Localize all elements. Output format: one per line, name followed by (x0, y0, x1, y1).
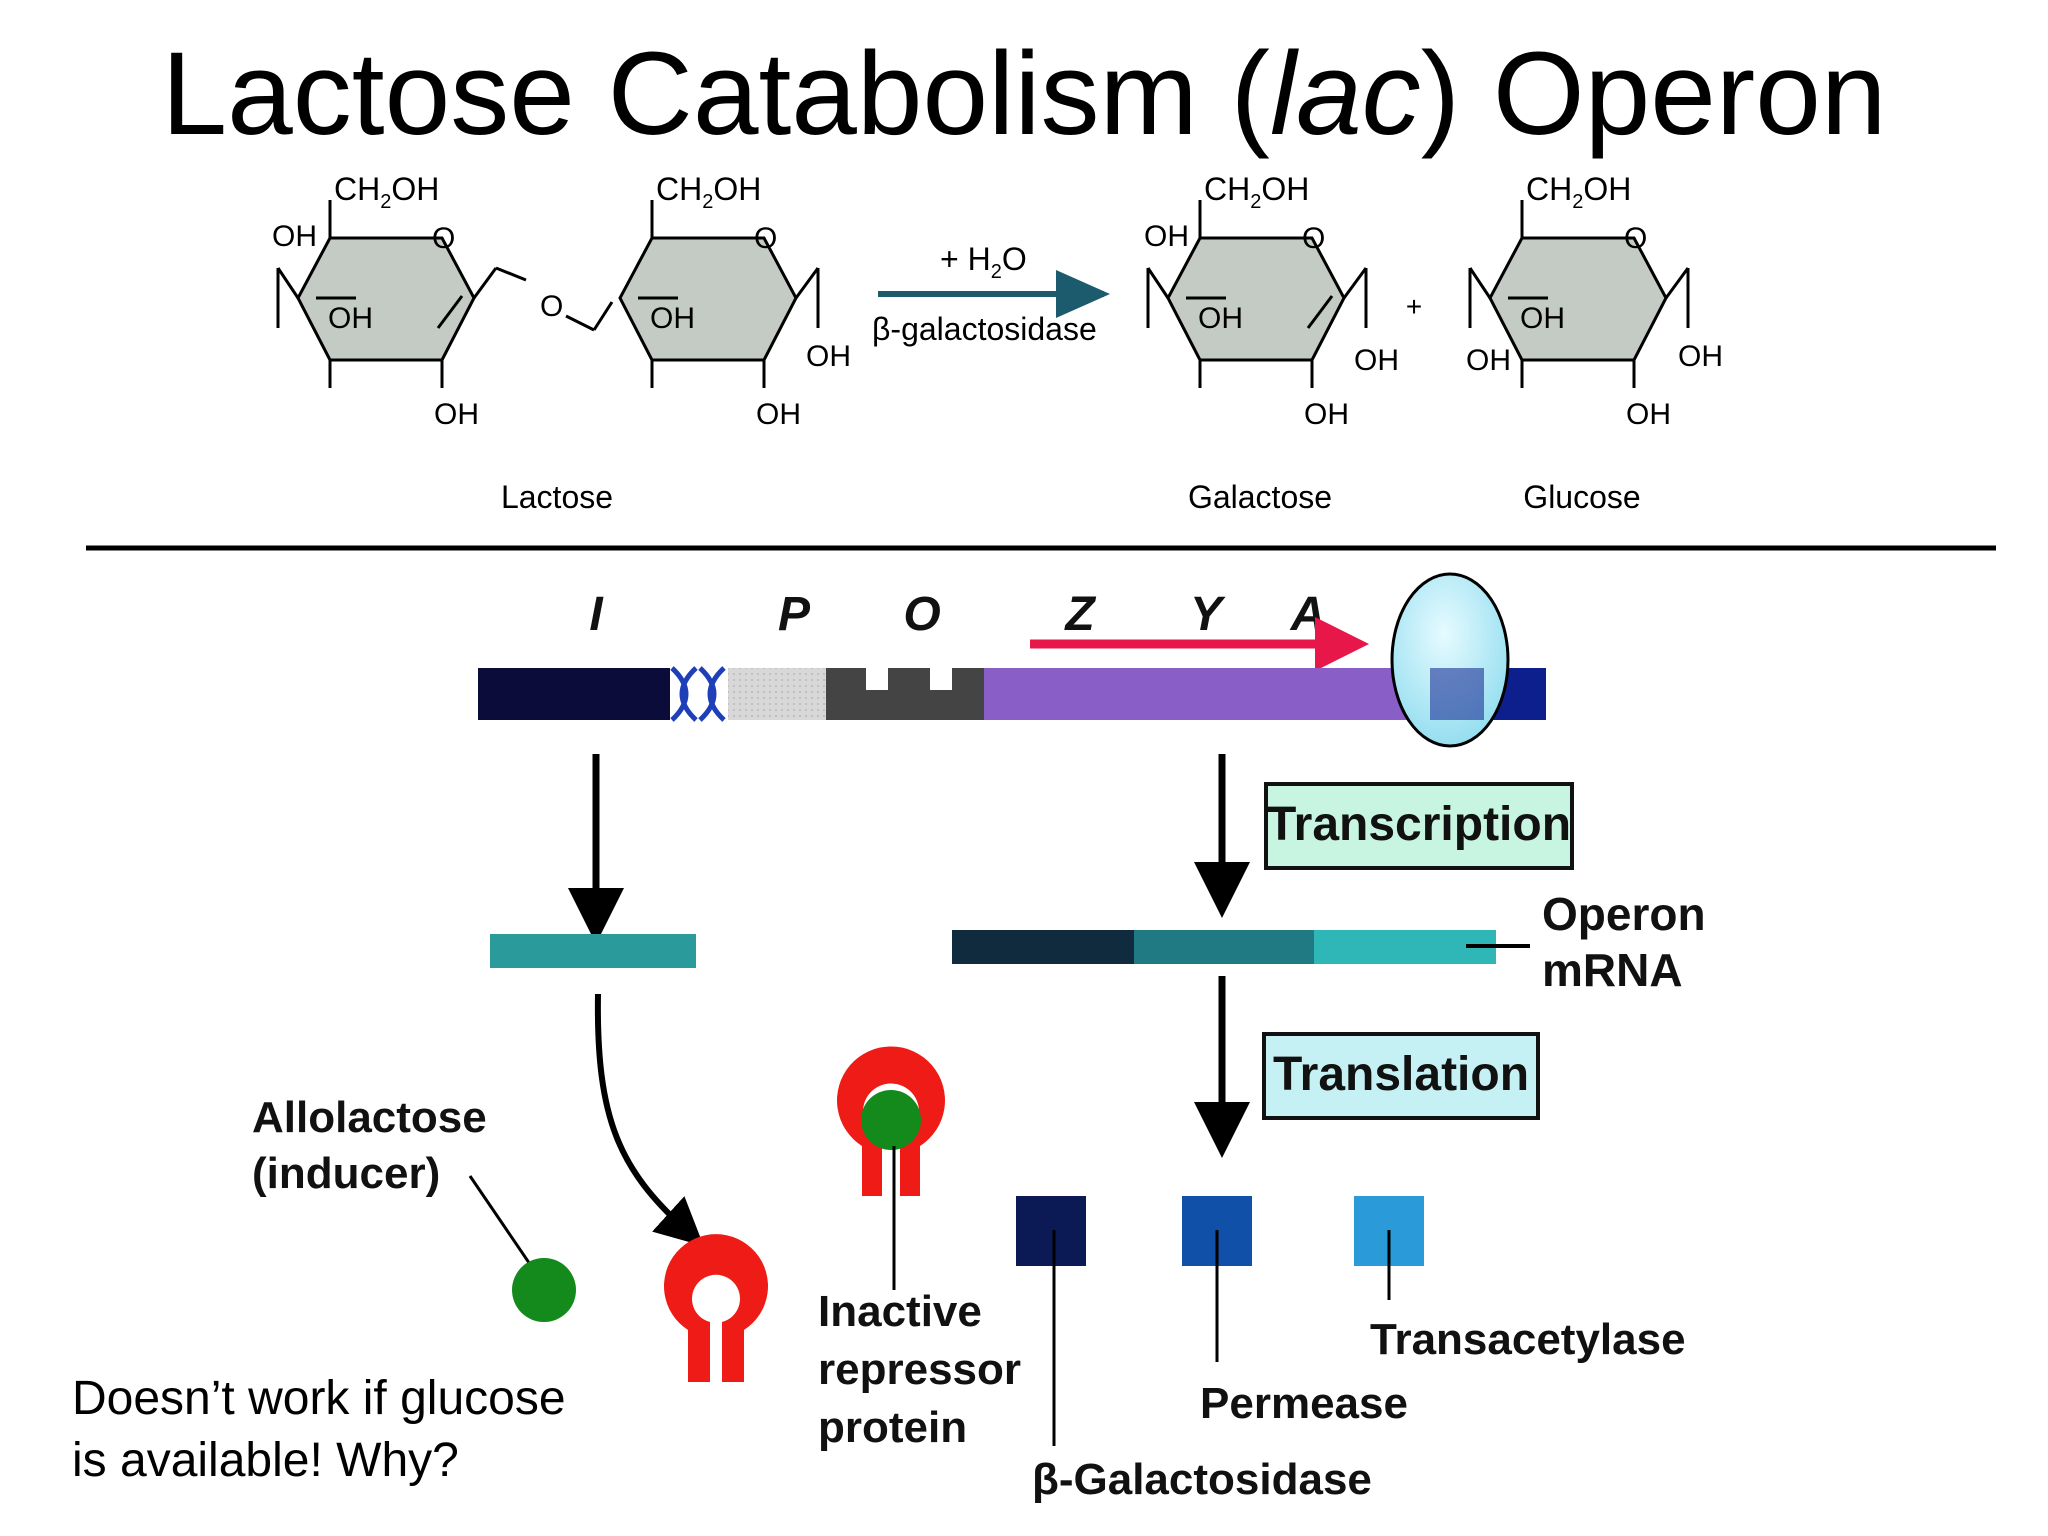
oh-label: OH (1354, 344, 1399, 377)
oh-label: OH (1198, 302, 1243, 335)
ring-oxygen-label: O (1302, 222, 1325, 255)
enzyme-label: β-galactosidase (872, 311, 1097, 347)
oh-label: OH (756, 398, 801, 431)
glycosidic-oxygen-label: O (540, 290, 563, 323)
inactive-repressor-label-line1: Inactive (818, 1287, 982, 1336)
gene-label-a: A (1290, 588, 1326, 641)
gene-label-z: Z (1063, 588, 1096, 641)
oh-label: OH (328, 302, 373, 335)
operator-segment (826, 668, 984, 720)
sugar-ring (1146, 200, 1368, 388)
glucose-molecule: CH2OH O OH OH OH OH (1466, 171, 1723, 431)
oh-label: OH (806, 340, 851, 373)
transcription-label: Transcription (1267, 798, 1571, 851)
glycosidic-bond (565, 314, 595, 332)
water-label: + H2O (940, 241, 1027, 283)
mrna-segment-a (1314, 930, 1496, 964)
bound-inducer (861, 1090, 921, 1150)
allolactose-label-line2: (inducer) (252, 1149, 440, 1198)
galactose-label: Galactose (1188, 479, 1332, 515)
oh-label: OH (1304, 398, 1349, 431)
gene-label-y: Y (1190, 588, 1226, 641)
ring-oxygen-label: O (754, 222, 777, 255)
lactose-molecule: CH2OH OH O OH OH O CH2OH O OH OH OH (272, 171, 851, 431)
translation-label-box (1262, 1032, 1540, 1120)
oh-label: OH (1678, 340, 1723, 373)
ch2oh-label: CH2OH (1204, 171, 1309, 213)
gene-i-segment (478, 668, 670, 720)
active-repressor (664, 1234, 768, 1382)
inactive-repressor-label-line3: protein (818, 1403, 967, 1452)
mrna-segment-y (1134, 930, 1314, 964)
oh-label: OH (1144, 220, 1189, 253)
sugar-ring (276, 200, 527, 388)
ring-oxygen-label: O (1624, 222, 1647, 255)
oh-label: OH (1520, 302, 1565, 335)
beta-galactosidase-label: β-Galactosidase (1032, 1455, 1372, 1504)
mrna-label-line1: Operon (1542, 888, 1706, 940)
sugar-ring (618, 200, 820, 388)
dna-twist (670, 666, 726, 722)
allolactose-molecule (512, 1258, 576, 1322)
lactose-label: Lactose (501, 479, 613, 515)
inactive-repressor (837, 1046, 946, 1196)
dna-strand (478, 572, 1546, 748)
oh-label: OH (650, 302, 695, 335)
translation-label: Translation (1273, 1048, 1529, 1101)
repressor-mrna (490, 934, 696, 968)
slide-title: Lactose Catabolism (lac) Operon (161, 28, 1887, 160)
mrna-segment-z (952, 930, 1134, 964)
glucose-label: Glucose (1523, 479, 1640, 515)
sugar-ring (1468, 200, 1690, 388)
inactive-repressor-label-line2: repressor (818, 1345, 1021, 1394)
oh-label: OH (272, 220, 317, 253)
rna-polymerase (1390, 572, 1510, 748)
gene-label-p: P (778, 588, 811, 641)
regulator-translation-arrow (594, 993, 704, 1247)
allolactose-pointer (468, 1175, 540, 1277)
gene-label-o: O (903, 588, 940, 641)
glucose-question-note: Doesn’t work if glucose is available! Wh… (72, 1368, 566, 1492)
permease-label: Permease (1200, 1379, 1408, 1428)
gene-labels: I P O Z Y A (589, 588, 1325, 641)
operon-mrna (952, 930, 1530, 964)
transcription-label-box (1264, 782, 1574, 870)
structural-genes-segment (984, 668, 1430, 720)
glycosidic-bond (592, 301, 614, 331)
note-line1: Doesn’t work if glucose (72, 1372, 566, 1425)
oh-label: OH (1626, 398, 1671, 431)
galactose-molecule: CH2OH OH O OH OH OH (1144, 171, 1399, 431)
gene-label-i: I (589, 588, 604, 641)
plus-sign: + (1406, 291, 1422, 322)
note-line2: is available! Why? (72, 1434, 459, 1487)
ch2oh-label: CH2OH (656, 171, 761, 213)
ch2oh-label: CH2OH (1526, 171, 1631, 213)
beta-galactosidase-protein (1016, 1196, 1086, 1266)
promoter-segment (728, 668, 826, 720)
transacetylase-label: Transacetylase (1370, 1315, 1686, 1364)
allolactose-label-line1: Allolactose (252, 1093, 487, 1142)
ring-oxygen-label: O (432, 222, 455, 255)
ch2oh-label: CH2OH (334, 171, 439, 213)
oh-label: OH (1466, 344, 1511, 377)
oh-label: OH (434, 398, 479, 431)
terminator-segment-overlay (1430, 668, 1484, 720)
mrna-label-line2: mRNA (1542, 944, 1683, 996)
